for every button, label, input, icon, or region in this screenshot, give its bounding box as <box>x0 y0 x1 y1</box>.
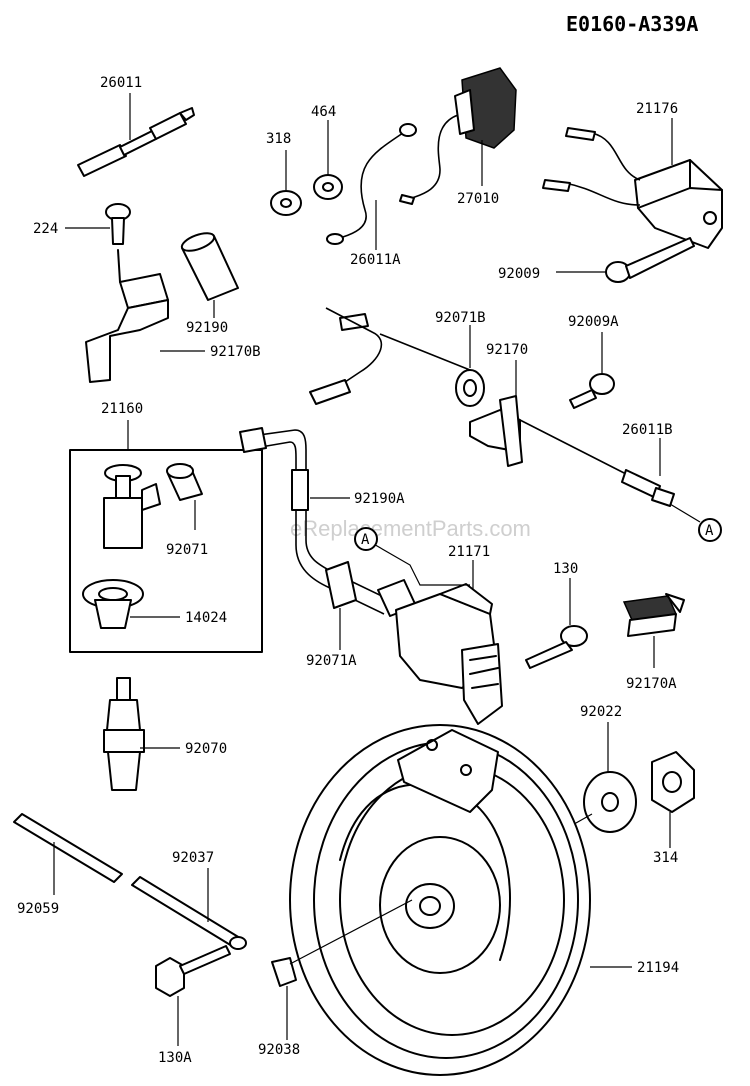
part-92071A-grommet[interactable] <box>325 561 357 650</box>
label-26011[interactable]: 26011 <box>100 75 142 91</box>
part-92059-rod[interactable] <box>13 813 123 895</box>
label-26011B[interactable]: 26011B <box>622 422 673 438</box>
part-92070-spark-plug[interactable] <box>103 677 180 791</box>
label-27010[interactable]: 27010 <box>457 191 499 207</box>
label-92071[interactable]: 92071 <box>166 542 208 558</box>
part-21171-ignition-coil[interactable] <box>357 534 503 725</box>
part-92037-rod[interactable] <box>131 868 247 950</box>
label-92022[interactable]: 92022 <box>580 704 622 720</box>
group-21160[interactable] <box>69 420 263 653</box>
label-92071A[interactable]: 92071A <box>306 653 357 669</box>
callout-a-left[interactable]: A <box>354 527 378 551</box>
label-92190A[interactable]: 92190A <box>354 491 405 507</box>
part-92009A-screw[interactable] <box>569 332 615 409</box>
label-92170A[interactable]: 92170A <box>626 676 677 692</box>
label-224[interactable]: 224 <box>33 221 58 237</box>
label-130[interactable]: 130 <box>553 561 578 577</box>
part-224-screw[interactable] <box>65 203 131 245</box>
part-92170-bracket[interactable] <box>469 360 523 467</box>
part-92071-boot[interactable] <box>166 463 203 530</box>
diagram-code: E0160-A339A <box>566 12 698 36</box>
part-92190A-cable[interactable] <box>239 427 391 615</box>
label-92190[interactable]: 92190 <box>186 320 228 336</box>
part-92170A-clip[interactable] <box>622 593 685 668</box>
label-92059[interactable]: 92059 <box>17 901 59 917</box>
part-318-nut[interactable] <box>270 150 302 216</box>
label-130A[interactable]: 130A <box>158 1050 192 1066</box>
part-92038-key[interactable] <box>271 899 413 1040</box>
part-464-washer[interactable] <box>313 120 343 200</box>
part-27010-switch[interactable] <box>399 67 517 205</box>
part-92190-tube[interactable] <box>180 230 239 318</box>
watermark: eReplacementParts.com <box>290 516 531 541</box>
label-21176[interactable]: 21176 <box>636 101 678 117</box>
part-92009-screw[interactable] <box>556 237 695 283</box>
part-21194-flywheel[interactable] <box>289 724 632 1076</box>
part-92071B-grommet[interactable] <box>455 325 485 407</box>
label-464[interactable]: 464 <box>311 104 336 120</box>
part-92022-washer[interactable] <box>559 722 637 833</box>
label-92070[interactable]: 92070 <box>185 741 227 757</box>
label-92170[interactable]: 92170 <box>486 342 528 358</box>
part-26011A-wire[interactable] <box>326 123 417 250</box>
label-92037[interactable]: 92037 <box>172 850 214 866</box>
part-130A-bolt[interactable] <box>155 945 231 1046</box>
label-14024[interactable]: 14024 <box>185 610 227 626</box>
part-26011-terminal[interactable] <box>77 93 195 177</box>
part-14024-cup[interactable] <box>82 579 180 629</box>
part-92170B-bracket[interactable] <box>85 249 205 383</box>
label-21194[interactable]: 21194 <box>637 960 679 976</box>
part-21160-cap[interactable] <box>103 464 161 549</box>
label-21171[interactable]: 21171 <box>448 544 490 560</box>
label-21160[interactable]: 21160 <box>101 401 143 417</box>
callout-a-right-letter: A <box>705 523 714 539</box>
callout-a-right[interactable]: A <box>698 518 722 542</box>
label-92170B[interactable]: 92170B <box>210 344 261 360</box>
label-314[interactable]: 314 <box>653 850 678 866</box>
label-92009A[interactable]: 92009A <box>568 314 619 330</box>
part-314-nut[interactable] <box>651 751 695 848</box>
callout-a-left-letter: A <box>361 532 370 548</box>
label-92038[interactable]: 92038 <box>258 1042 300 1058</box>
part-130-bolt[interactable] <box>525 578 588 669</box>
label-26011A[interactable]: 26011A <box>350 252 401 268</box>
part-26011B-terminal[interactable] <box>519 419 701 523</box>
part-harness-plugs[interactable] <box>309 307 471 405</box>
label-318[interactable]: 318 <box>266 131 291 147</box>
label-92071B[interactable]: 92071B <box>435 310 486 326</box>
part-21176-module[interactable] <box>542 118 723 249</box>
label-92009[interactable]: 92009 <box>498 266 540 282</box>
